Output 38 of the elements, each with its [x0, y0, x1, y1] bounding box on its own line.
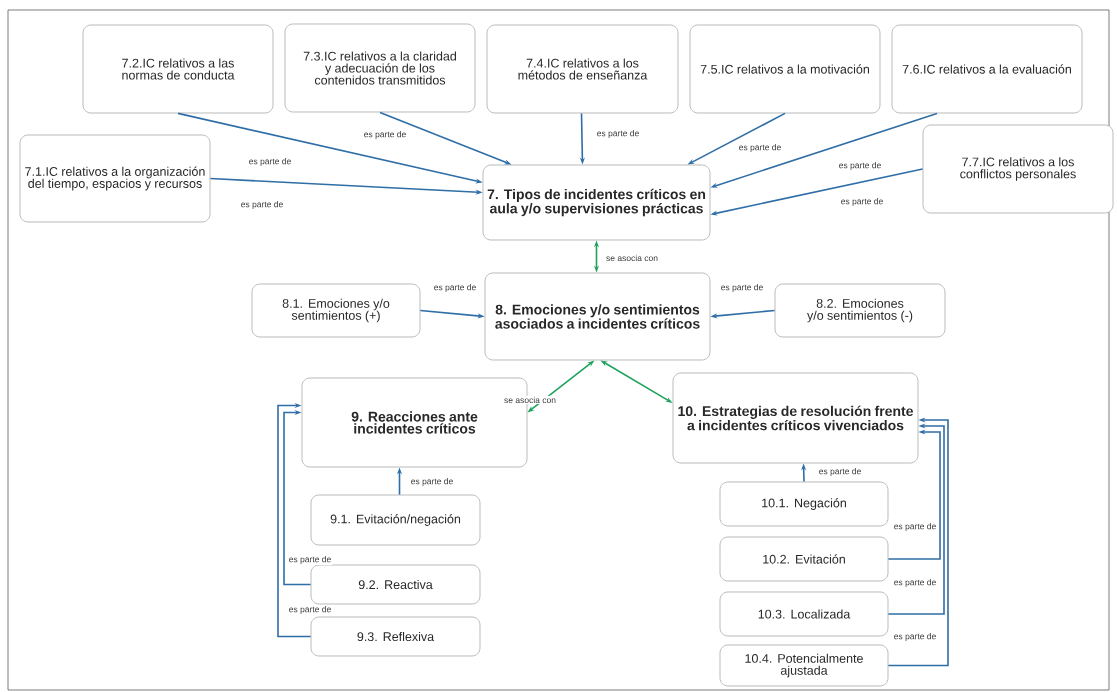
topic-box: 7. Tipos de incidentes críticos en aula y/o supervisiones prácticas: [482, 164, 711, 241]
edge-label: es parte de: [892, 632, 938, 642]
edge-label: es parte de: [892, 522, 938, 532]
subtopic-box: 7.2.IC relativos a las normas de conducta: [82, 24, 274, 114]
subtopic-box: 10.2. Evitación: [719, 536, 889, 582]
edge-label: es parte de: [362, 130, 408, 140]
subtopic-box: 8.2. Emociones y/o sentimientos (-): [774, 283, 946, 338]
subtopic-box: 7.1.IC relativos a la organización del tiempo, espacios y recursos: [19, 134, 211, 223]
edge-label: es parte de: [595, 129, 641, 139]
subtopic-box: 7.3.IC relativos a la claridad y adecuación de los contenidos transmitidos: [284, 23, 476, 113]
edge-label: es parte de: [287, 555, 333, 565]
edge-label: es parte de: [737, 143, 783, 153]
subtopic-box: 10.3. Localizada: [719, 591, 889, 637]
edge-label: es parte de: [287, 605, 333, 615]
subtopic-box: 7.5.IC relativos a la motivación: [689, 24, 881, 114]
edge-label: es parte de: [837, 161, 883, 171]
edge-label: es parte de: [239, 200, 285, 210]
edge-label: es parte de: [432, 283, 478, 293]
edge-label: es parte de: [409, 477, 455, 487]
subtopic-box: 10.1. Negación: [719, 481, 889, 527]
arrow: [277, 402, 312, 638]
topic-box: 10. Estrategias de resolución frente a incidentes críticos vivenciados: [672, 372, 919, 464]
edge-label: es parte de: [839, 197, 885, 207]
subtopic-box: 9.3. Reflexiva: [310, 616, 481, 657]
edge-label: es parte de: [719, 283, 765, 293]
topic-box: 8. Emociones y/o sentimientos asociados a incidentes críticos: [484, 272, 711, 361]
subtopic-box: 8.1. Emociones y/o sentimientos (+): [251, 283, 421, 338]
edge-label: es parte de: [247, 157, 293, 167]
arrow: [283, 409, 312, 586]
edge-label: es parte de: [892, 578, 938, 588]
edge-label: es parte de: [817, 467, 863, 477]
edge-label: se asocia con: [503, 395, 557, 405]
subtopic-box: 9.1. Evitación/negación: [310, 494, 481, 546]
edge-label: se asocia con: [605, 253, 659, 263]
subtopic-box: 7.7.IC relativos a los conflictos personales: [922, 124, 1114, 214]
subtopic-box: 7.4.IC relativos a los métodos de enseñanza: [486, 24, 679, 114]
subtopic-box: 10.4. Potencialmente ajustada: [719, 644, 889, 687]
subtopic-box: 7.6.IC relativos a la evaluación: [891, 24, 1083, 114]
